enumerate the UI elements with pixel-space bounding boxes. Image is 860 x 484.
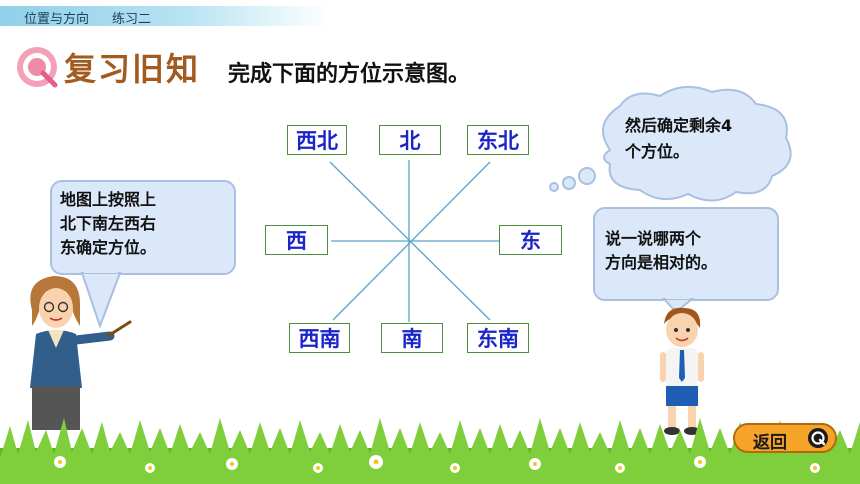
cloud-line: 然后确定剩余4 (625, 116, 733, 135)
boy-bubble-line: 方向是相对的。 (605, 253, 718, 272)
grass-decoration (0, 418, 860, 484)
boy-bubble-line: 说一说哪两个 (605, 229, 702, 248)
direction-southeast: 东南 (467, 323, 529, 353)
instruction-text: 完成下面的方位示意图。 (228, 62, 471, 87)
thought-cloud-text: 然后确定剩余4 个方位。 (625, 113, 775, 165)
back-q-icon (808, 428, 828, 448)
direction-west: 西 (265, 225, 328, 255)
back-button[interactable]: 返回 (733, 423, 837, 453)
direction-north: 北 (379, 125, 441, 155)
teacher-speech-bubble: 地图上按照上 北下南左西右 东确定方位。 (50, 180, 236, 275)
header-band (0, 6, 330, 26)
direction-northeast: 东北 (467, 125, 529, 155)
cloud-line: 个方位。 (625, 142, 690, 161)
section-title: 练习二 (112, 12, 152, 27)
review-title: 复习旧知 (64, 50, 201, 88)
direction-south: 南 (381, 323, 443, 353)
boy-figure (660, 307, 704, 435)
teacher-bubble-line: 东确定方位。 (60, 238, 157, 257)
header-bar: 位置与方向 练习二 (0, 0, 860, 32)
teacher-bubble-line: 北下南左西右 (60, 214, 157, 233)
direction-northwest: 西北 (287, 125, 347, 155)
teacher-bubble-line: 地图上按照上 (60, 190, 157, 209)
review-q-icon (17, 47, 58, 88)
direction-east: 东 (499, 225, 562, 255)
direction-southwest: 西南 (289, 323, 350, 353)
teacher-figure (30, 276, 132, 430)
unit-title: 位置与方向 (24, 12, 90, 27)
back-button-label: 返回 (753, 433, 787, 453)
